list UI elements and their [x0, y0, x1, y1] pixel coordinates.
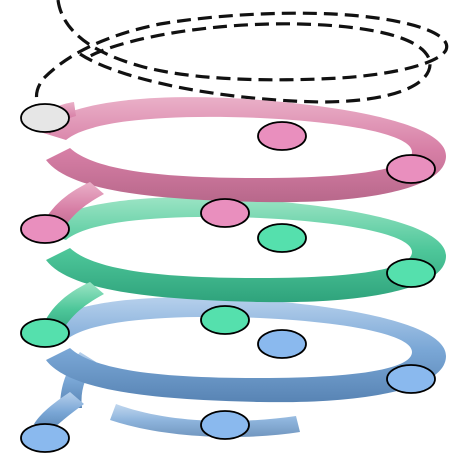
node-green[interactable]	[387, 259, 435, 287]
node-pink[interactable]	[387, 155, 435, 183]
node-pink[interactable]	[201, 199, 249, 227]
node-blue[interactable]	[258, 330, 306, 358]
dashed-coil	[37, 0, 447, 108]
node-empty[interactable]	[21, 104, 69, 132]
node-pink[interactable]	[21, 215, 69, 243]
node-green[interactable]	[258, 224, 306, 252]
node-blue[interactable]	[21, 424, 69, 452]
node-blue[interactable]	[387, 365, 435, 393]
node-green[interactable]	[21, 319, 69, 347]
node-green[interactable]	[201, 306, 249, 334]
node-blue[interactable]	[201, 411, 249, 439]
node-pink[interactable]	[258, 122, 306, 150]
